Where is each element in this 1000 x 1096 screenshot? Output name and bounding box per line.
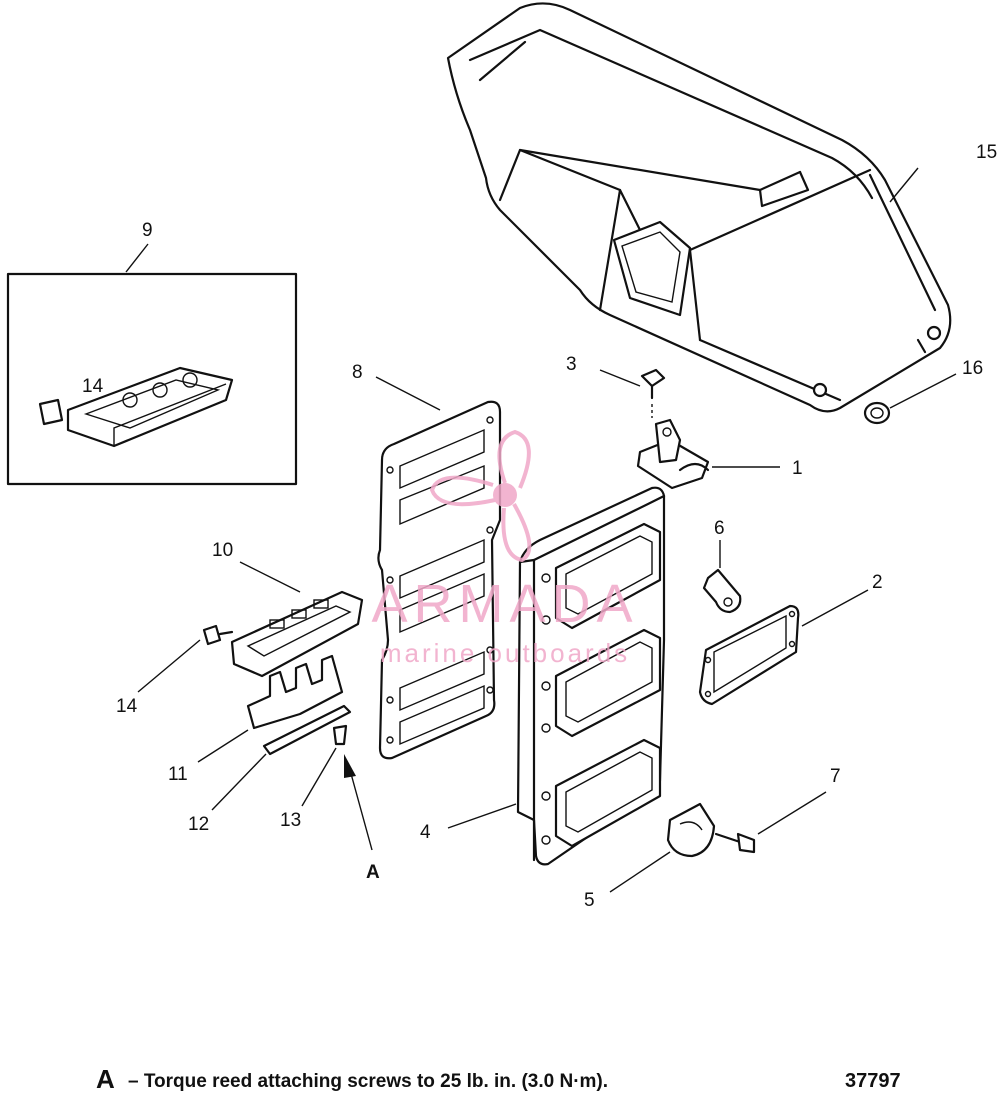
callout-14: 14 — [116, 696, 138, 717]
inset-box-part-9 — [6, 272, 298, 486]
callout-numbers: 1 2 3 4 5 6 7 8 9 10 11 12 13 14 14 15 1… — [82, 142, 997, 911]
callout-9: 9 — [142, 220, 153, 241]
watermark-brand: ARMADA — [371, 574, 638, 634]
reeds-part-11 — [246, 654, 344, 730]
torque-note: – Torque reed attaching screws to 25 lb.… — [128, 1071, 609, 1092]
reed-block-part-10 — [230, 590, 364, 678]
figure-id: 37797 — [845, 1070, 901, 1092]
callout-11: 11 — [168, 764, 188, 785]
callout-4: 4 — [420, 822, 431, 843]
reed-gasket-part-8 — [377, 400, 502, 760]
gasket-part-2 — [698, 604, 800, 706]
reed-housing-part-4 — [516, 486, 666, 866]
detail-A-arrow — [344, 754, 373, 851]
screw-part-3 — [640, 368, 666, 418]
callout-1: 1 — [792, 458, 803, 479]
callout-3: 3 — [566, 354, 577, 375]
screw-part-14 — [202, 624, 234, 646]
callout-6: 6 — [714, 518, 725, 539]
leader-lines — [125, 167, 957, 893]
bolt-part-7 — [714, 832, 756, 854]
callout-5: 5 — [584, 890, 595, 911]
callout-13: 13 — [280, 810, 301, 831]
callout-8: 8 — [352, 362, 363, 383]
reed-stop-part-12 — [262, 704, 352, 756]
callout-12: 12 — [188, 814, 209, 835]
callout-2: 2 — [872, 572, 883, 593]
grommet-part-16 — [863, 401, 891, 425]
callout-10: 10 — [212, 540, 233, 561]
plate-part-6 — [702, 568, 742, 614]
callout-15: 15 — [976, 142, 997, 163]
clamp-part-5 — [666, 802, 716, 858]
bracket-part-1 — [636, 418, 710, 490]
screw-part-13 — [332, 724, 348, 746]
watermark: ARMADA marine outboards — [371, 429, 638, 668]
callout-7: 7 — [830, 766, 841, 787]
callout-A: A — [366, 862, 380, 883]
cover-part-15 — [446, 2, 952, 413]
note-letter: A — [96, 1064, 115, 1094]
callout-16: 16 — [962, 358, 983, 379]
callout-14-inset: 14 — [82, 376, 104, 397]
watermark-tagline: marine outboards — [380, 638, 630, 668]
